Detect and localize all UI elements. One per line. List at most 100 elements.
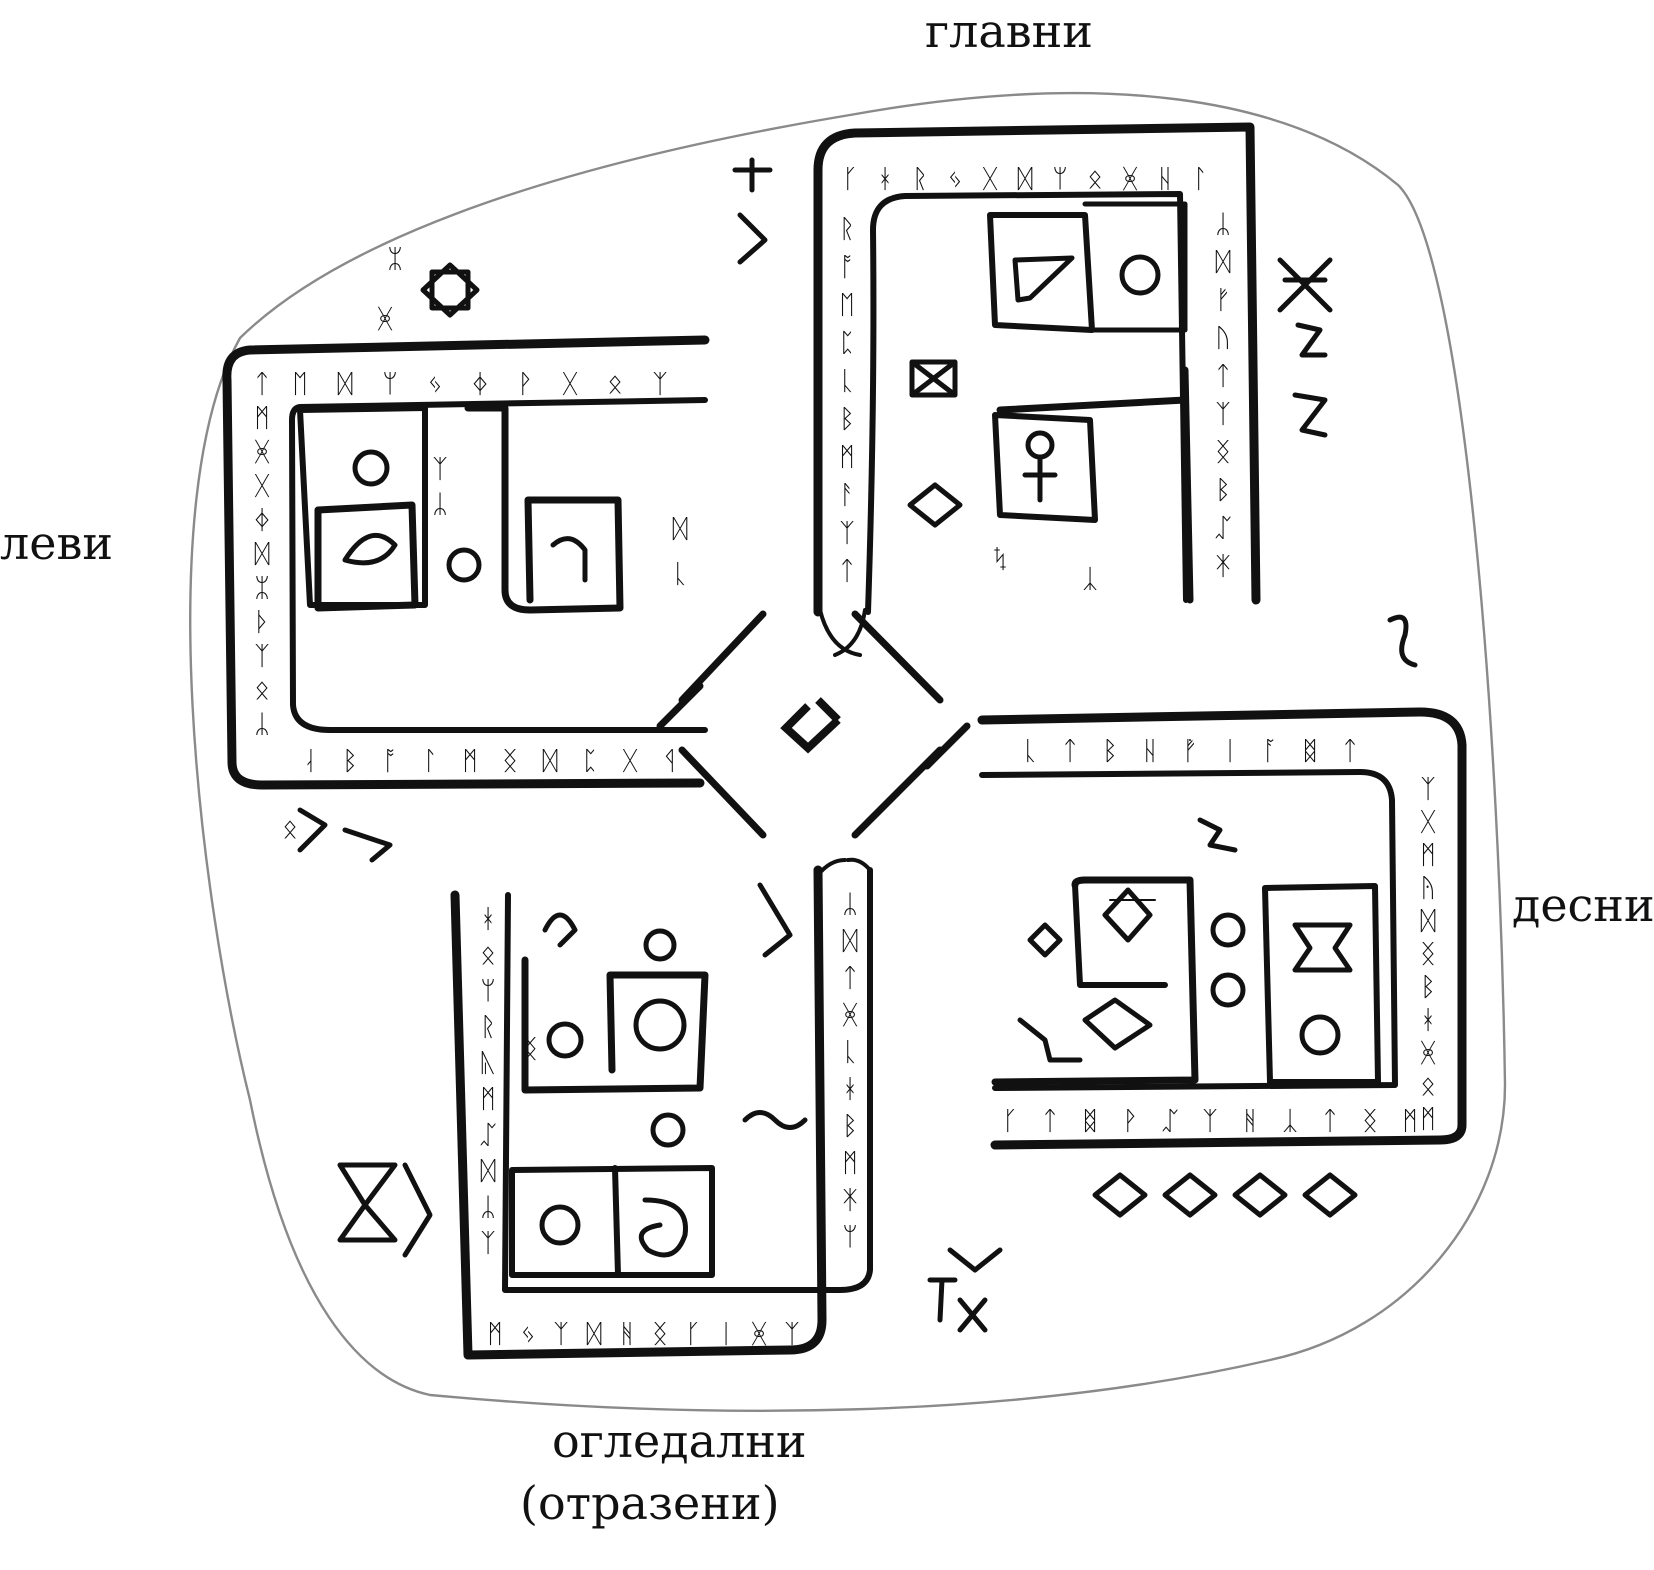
rune-glyph: ᛞ [586,1320,602,1350]
rune-glyph: ᚷ [562,370,578,400]
rune-glyph: ᛗ [1402,1107,1418,1137]
rune-glyph: ᛣ [1282,1107,1298,1137]
rune-glyph: ᛩ [662,747,678,777]
rune-glyph: ᛏ [254,370,270,400]
rune-glyph: ᚼ [877,165,893,195]
rune-glyph: ᛡ [842,1186,858,1216]
rune-glyph: ᚴ [685,1320,701,1350]
rune-glyph: ᛝ [1362,1107,1378,1137]
rune-glyph: ᛉ [254,642,270,672]
rune-glyph: ᚸ [842,1001,858,1031]
rune-glyph: ᛏ [1062,737,1078,767]
rune-glyph: ᛞ [542,747,558,777]
rune-glyph: ᛟ [282,815,298,845]
rune-glyph: ᛝ [652,1320,668,1350]
rune-glyph: ᚪ [1262,737,1278,767]
rune-glyph: ᚼ [842,1075,858,1105]
rune-glyph: ᚸ [751,1320,767,1350]
rune-glyph: ᚸ [1122,165,1138,195]
rune-glyph: ᛈ [582,747,598,777]
rune-glyph: ᛏ [839,557,855,587]
rune-glyph: ᛗ [839,443,855,473]
rune-glyph: ᛘ [842,1223,858,1253]
rune-glyph: ᛟ [1087,165,1103,195]
rune-glyph: ᛒ [1102,737,1118,767]
rune-glyph: ᛏ [1322,1107,1338,1137]
rune-glyph: ᛏ [1215,362,1231,392]
rune-glyph: ᛄ [254,506,270,536]
rune-glyph: ᚩ [382,747,398,777]
rune-glyph: ᛏ [1342,737,1358,767]
rune-glyph: ᛥ [1302,737,1318,767]
rune-glyph: ᚻ [619,1320,635,1350]
rune-glyph: ᛄ [472,370,488,400]
rune-glyph: ᛗ [462,747,478,777]
rune-glyph: ᛗ [842,1149,858,1179]
rune-glyph: ᛗ [1420,841,1436,871]
rune-glyph: ᚱ [912,165,928,195]
rune-glyph: ᛯ [387,245,403,275]
rune-glyph: ᚷ [622,747,638,777]
rune-glyph: ᛖ [839,291,855,321]
rune-glyph: ᚴ [1002,1107,1018,1137]
rune-glyph: ᚡ [1182,737,1198,767]
label-bottom-paren: (отразени) [520,1480,780,1526]
rune-glyph: ᛗ [480,1085,496,1115]
rune-glyph: ᛉ [432,455,448,485]
rune-glyph: ᚣ [480,1049,496,1079]
rune-glyph: ᛣ [1082,565,1098,595]
rune-glyph: ᛒ [1420,973,1436,1003]
rune-glyph: ᚸ [254,438,270,468]
label-top: главни [925,8,1093,54]
rune-glyph: ᛘ [382,370,398,400]
rune-glyph: ᛉ [1202,1107,1218,1137]
rune-glyph: ᚸ [1420,1039,1436,1069]
rune-glyph: ᛉ [480,1229,496,1259]
rune-glyph: ᛏ [1042,1107,1058,1137]
label-left: леви [0,520,113,566]
rune-glyph: ᚱ [480,1013,496,1043]
rune-glyph: ᛞ [842,927,858,957]
rune-glyph: ᚺ [1142,737,1158,767]
rune-glyph: ᛞ [480,1157,496,1187]
rune-glyph: ᛏ [842,964,858,994]
rune-glyph: ᛚ [422,747,438,777]
rune-glyph: ᚸ [377,305,393,335]
rune-glyph: ᛥ [1082,1107,1098,1137]
rune-glyph: ᛉ [652,370,668,400]
rune-glyph: ᛘ [480,977,496,1007]
rune-glyph: ᚱ [839,215,855,245]
rune-glyph: ᛒ [342,747,358,777]
rune-glyph: ᛡ [1215,552,1231,582]
label-right: десни [1512,882,1654,928]
rune-glyph: ᛢ [1215,514,1231,544]
rune-glyph: ᛗ [487,1320,503,1350]
rune-glyph: ᚳ [842,1038,858,1068]
arm-right [982,712,1462,1145]
rune-glyph: ᛃ [947,165,963,195]
rune-glyph: ᛞ [1017,165,1033,195]
rune-glyph: ᛈ [839,329,855,359]
arm-top [818,127,1256,655]
center-diamond [660,614,967,835]
rune-glyph: ᛘ [1052,165,1068,195]
rune-glyph: ᛖ [292,370,308,400]
rune-glyph: ᛒ [839,405,855,435]
center-symbol [786,700,838,748]
rune-glyph: ᚠ [1215,286,1231,316]
rune-glyph: ᛦ [254,710,270,740]
rune-glyph: ᛁ [718,1320,734,1350]
rune-glyph: ᚼ [1420,1006,1436,1036]
rune-glyph: ᛁ [1222,737,1238,767]
rune-glyph: ᛞ [254,540,270,570]
rune-glyph: ᛚ [1192,165,1208,195]
rune-glyph: ᛢ [1162,1107,1178,1137]
rune-glyph: ᛉ [1420,775,1436,805]
rune-glyph: ᛦ [432,490,448,520]
rune-glyph: ᚨ [839,481,855,511]
rune-glyph: ᚦ [254,608,270,638]
rune-glyph: ᛟ [480,941,496,971]
rune-glyph: ᛃ [520,1320,536,1350]
rune-glyph: ᛃ [427,370,443,400]
